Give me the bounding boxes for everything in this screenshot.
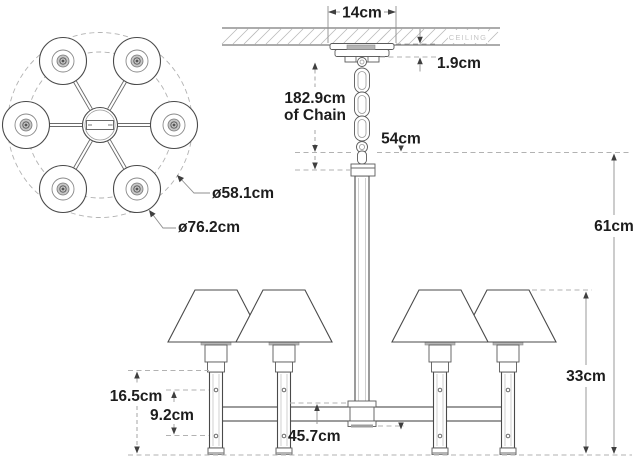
overall-diameter-label: ø76.2cm [178,219,240,236]
candle-sleeve [204,344,228,363]
arrow-down [398,145,404,152]
shade-top-view [38,164,88,214]
post-hole [281,433,287,439]
candle-sleeve [496,344,520,363]
dim-chain-length: 182.9cm of Chain [284,62,346,170]
arrow-up [171,391,177,398]
arrow-up [583,291,589,299]
hole-spacing-label: 9.2cm [150,407,194,424]
dim-shade-to-bottom: 33cm [532,289,607,454]
shade-circle-diameter-label: ø58.1cm [212,185,274,202]
post-hole [213,433,219,439]
dim-fixture-height: 61cm [593,153,634,454]
arrow-left [328,9,336,15]
top-view: ø58.1cm ø76.2cm [1,32,274,236]
post-hole [281,387,287,393]
shade-top-view [1,100,51,150]
label-backing [565,367,607,386]
arrow-down [134,446,140,454]
post-hole [213,387,219,393]
dim-hang-length: 54cm [381,131,421,152]
dim-post-height: 16.5cm [110,370,209,454]
arrow-down [312,162,318,170]
lights [167,289,557,455]
leader-arrow [149,210,156,218]
post-height-label: 16.5cm [110,388,163,405]
center-body-label: 45.7cm [288,428,341,445]
stem-collar [350,163,376,177]
arrow-down [171,427,177,435]
dim-shade-circle-diameter: ø58.1cm [177,175,274,202]
post-hole [437,433,443,439]
arrow-down [312,145,318,152]
hang-length-label: 54cm [381,131,421,148]
chain [350,57,376,177]
dim-center-body: 45.7cm [288,402,404,445]
chain-length-label-line2: of Chain [284,107,346,124]
top-view-hub [81,106,119,144]
light [459,289,557,455]
shade-top-view [149,100,199,150]
arrow-up [417,57,423,65]
dim-canopy-width: 14cm [327,5,397,43]
canopy-width-label: 14cm [342,5,382,22]
light [235,289,333,455]
post-hole [437,387,443,393]
leader-arrow [177,175,184,183]
stem-column [354,175,370,408]
top-view-shades [1,36,199,214]
dim-overall-diameter: ø76.2cm [149,210,240,236]
ceiling-label: CEILING [449,33,487,42]
label-backing [593,217,634,236]
arrow-down [417,36,423,44]
arrow-down [583,446,589,454]
arrow-up [611,153,617,161]
post-hole [505,433,511,439]
arrow-down [611,447,617,454]
canopy-brand-plate [346,44,376,50]
candle-sleeve [272,344,296,363]
light [391,289,489,455]
shade-top-view [38,36,88,86]
shade [391,289,489,343]
arrow-up [312,62,318,70]
shade-top-view [112,36,162,86]
dimensions: 14cm 1.9cm 182.9cm of Chain [110,5,634,456]
shade-to-bottom-label: 33cm [566,368,606,385]
dim-hole-spacing: 9.2cm [150,389,209,436]
ceiling-label-backing [448,30,488,43]
side-view: CEILING [167,27,557,455]
arrow-up [134,371,140,379]
arrow-down [398,422,404,430]
candle-sleeve [428,344,452,363]
shade [235,289,333,343]
dim-canopy-height: 1.9cm [380,29,481,72]
shade-top-view [112,164,162,214]
stem-loop [357,150,367,165]
ceiling: CEILING [221,27,500,46]
post-hole [505,387,511,393]
arrow-right [388,9,396,15]
canopy-height-label: 1.9cm [437,55,481,72]
center-hub [347,400,377,428]
fixture-height-label: 61cm [594,218,634,235]
chain-length-label-line1: 182.9cm [284,90,345,107]
hub-base-plate [351,424,373,428]
arrow-up [314,404,320,411]
top-view-arms [49,80,151,170]
